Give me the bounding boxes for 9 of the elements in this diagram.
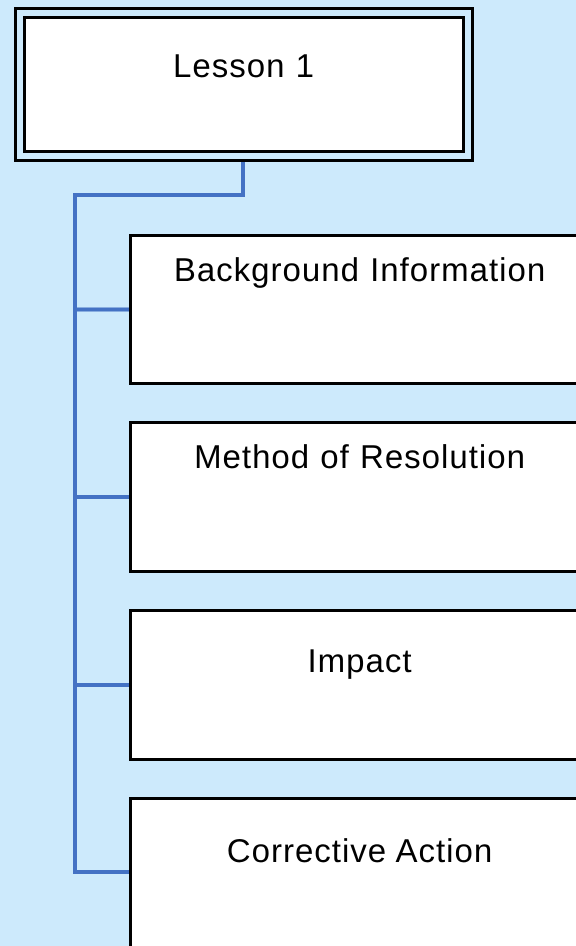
box-label: Method of Resolution <box>193 438 527 476</box>
topic-box <box>129 421 576 573</box>
topic-box <box>129 234 576 385</box>
box-label: Corrective Action <box>226 832 494 870</box>
box-label: Background Information <box>172 251 548 289</box>
box-label: Impact <box>306 642 414 680</box>
box-label: Lesson 1 <box>172 47 316 85</box>
topic-box <box>129 609 576 761</box>
topic-box <box>129 797 576 946</box>
